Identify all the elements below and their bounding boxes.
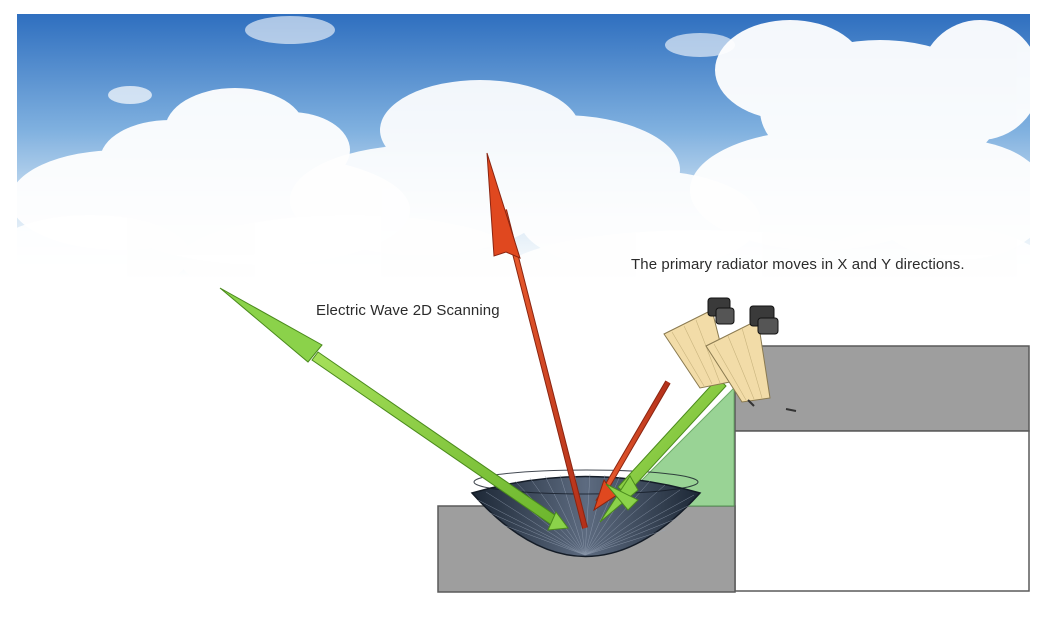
radiator-label: The primary radiator moves in X and Y di… <box>631 256 965 273</box>
scanning-label: Electric Wave 2D Scanning <box>316 302 500 319</box>
incident-wave-arrow-red <box>593 380 671 512</box>
reflected-wave-arrow-red <box>486 152 588 529</box>
support-structure-right <box>734 345 1030 592</box>
clouds <box>0 16 1050 320</box>
parabolic-dish-icon <box>470 469 702 558</box>
feed-beam-arrow-green <box>599 377 727 523</box>
scanned-beam-arrow-green <box>219 287 569 531</box>
horn-antenna-icon <box>663 297 797 412</box>
